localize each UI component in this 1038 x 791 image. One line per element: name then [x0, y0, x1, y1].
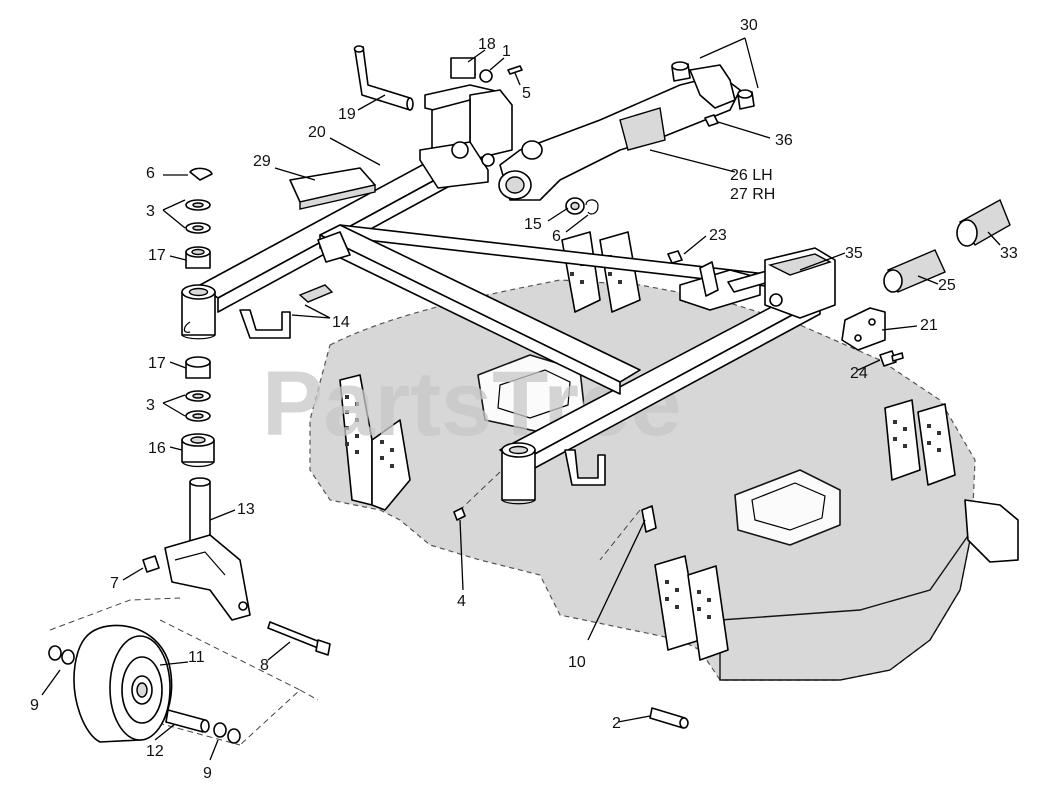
callout-7: 7: [110, 575, 119, 592]
washers-3-lower: [185, 390, 211, 422]
callout-9-right: 9: [203, 765, 212, 782]
callout-18: 18: [478, 36, 496, 53]
washer-1: [479, 69, 493, 83]
callout-29: 29: [253, 153, 271, 170]
callout-13: 13: [237, 501, 255, 518]
callout-21: 21: [920, 317, 938, 334]
washers-3-upper: [185, 199, 211, 234]
callout-8: 8: [260, 657, 269, 674]
callout-9-left: 9: [30, 697, 39, 714]
washers-9-right: [213, 722, 241, 744]
callout-36: 36: [775, 132, 793, 149]
callout-4: 4: [457, 593, 466, 610]
deck-bracket-left: [339, 374, 411, 511]
bushing-17-lower: [185, 356, 211, 379]
assembly-guide-lines: [49, 471, 641, 746]
caster-fork-13: [164, 477, 251, 621]
callout-23: 23: [709, 227, 727, 244]
deck-bracket-front: [654, 555, 729, 661]
mower-deck: [309, 231, 1019, 681]
washers-9-left: [48, 645, 75, 665]
callout-20: 20: [308, 124, 326, 141]
spring-18: [450, 57, 477, 79]
plate-21: [841, 307, 886, 351]
leader-lines: [41, 37, 1001, 761]
nut-36: [704, 114, 719, 127]
pin-5: [507, 65, 523, 75]
clip-6-rear: [585, 199, 599, 215]
pin-2: [649, 707, 689, 729]
callout-12: 12: [146, 743, 164, 760]
shield-plate-29: [289, 167, 376, 210]
callout-30: 30: [740, 17, 758, 34]
callout-33: 33: [1000, 245, 1018, 262]
callout-16: 16: [148, 440, 166, 457]
callout-26-lh: 26 LH: [730, 167, 773, 184]
clip-6-left: [189, 167, 213, 181]
tube-33: [956, 199, 1011, 247]
callout-5: 5: [522, 85, 531, 102]
callout-25: 25: [938, 277, 956, 294]
callout-11: 11: [188, 649, 205, 666]
pivot-bracket: [419, 84, 513, 189]
callout-27-rh: 27 RH: [730, 186, 775, 203]
nut-23: [667, 250, 683, 264]
callout-35: 35: [845, 245, 863, 262]
deck-bracket-right: [884, 399, 956, 486]
nut-7: [142, 555, 160, 573]
axle-12: [165, 709, 210, 733]
grease-fitting-4: [453, 507, 466, 521]
callout-3-upper: 3: [146, 203, 155, 220]
carrier-frame: [181, 149, 821, 505]
lift-lever-19: [353, 45, 414, 111]
bushing-17-upper: [185, 246, 211, 269]
deck-tab-10: [641, 505, 657, 533]
callout-19: 19: [338, 106, 356, 123]
caster-wheel-11: [73, 624, 173, 743]
callout-2: 2: [612, 715, 621, 732]
callout-6-rear: 6: [552, 228, 561, 245]
bolt-24: [879, 350, 904, 367]
callout-15: 15: [524, 216, 542, 233]
deck-bracket-rear: [561, 231, 641, 313]
bushings-30: [671, 61, 755, 110]
callout-10: 10: [568, 654, 586, 671]
callout-14: 14: [332, 314, 350, 331]
plate-14: [298, 284, 334, 303]
callout-24: 24: [850, 365, 868, 382]
spacer-16: [181, 433, 215, 468]
callout-labels: 30 18 1 5 19 36 20 29 26 LH 27 RH 6 15 6…: [30, 17, 1018, 782]
sleeve-25: [883, 249, 946, 293]
lift-arm-26-27: [498, 64, 741, 201]
callout-17-lower: 17: [148, 355, 166, 372]
callout-3-lower: 3: [146, 397, 155, 414]
callout-17-upper: 17: [148, 247, 166, 264]
callout-6-left: 6: [146, 165, 155, 182]
hanger-bracket-35: [679, 247, 836, 319]
bolt-8: [267, 621, 331, 656]
callout-1: 1: [502, 43, 511, 60]
